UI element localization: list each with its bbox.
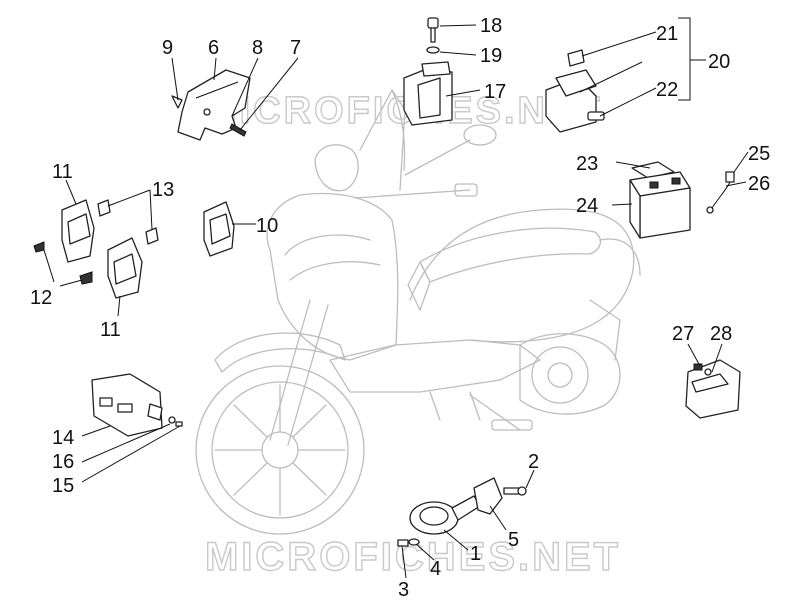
callout-20: 20 xyxy=(708,51,730,73)
callout-10: 10 xyxy=(256,215,278,237)
callout-16: 16 xyxy=(52,451,74,473)
callout-17: 17 xyxy=(484,81,506,103)
relay-part xyxy=(545,49,605,133)
fuse-holder-11-lower xyxy=(79,237,143,299)
callout-12: 12 xyxy=(30,287,52,309)
callout-1: 1 xyxy=(470,543,481,565)
callout-28: 28 xyxy=(710,323,732,345)
callout-11-lower: 11 xyxy=(100,319,121,341)
callout-23: 23 xyxy=(576,153,598,175)
callout-22: 22 xyxy=(656,79,678,101)
bracket-plate-part xyxy=(171,69,251,141)
bracket-14 xyxy=(91,373,183,437)
relay-bracket-part xyxy=(403,17,453,126)
callout-18: 18 xyxy=(480,15,502,37)
callout-2: 2 xyxy=(528,451,539,473)
battery-part xyxy=(629,161,735,239)
callout-5: 5 xyxy=(508,529,519,551)
callout-7: 7 xyxy=(290,37,301,59)
callout-6: 6 xyxy=(208,37,219,59)
callout-25: 25 xyxy=(748,143,770,165)
callout-26: 26 xyxy=(748,173,770,195)
bracket-27 xyxy=(685,359,741,419)
callout-19: 19 xyxy=(480,45,502,67)
scooter-outline xyxy=(195,89,641,535)
leader-lines xyxy=(43,17,749,579)
callout-8: 8 xyxy=(252,37,263,59)
callout-27: 27 xyxy=(672,323,694,345)
callout-14: 14 xyxy=(52,427,74,449)
callout-3: 3 xyxy=(398,579,409,600)
callout-24: 24 xyxy=(576,195,598,217)
watermark-top: MICROFICHES.NET xyxy=(205,90,603,132)
callout-11-upper: 11 xyxy=(52,161,73,183)
callout-15: 15 xyxy=(52,475,74,497)
horn-part xyxy=(397,477,527,547)
fuse-holder-10 xyxy=(203,201,235,257)
callout-labels: 9 6 8 7 18 19 17 21 20 22 23 24 25 26 11… xyxy=(30,15,770,600)
callout-21: 21 xyxy=(656,23,678,45)
callout-9: 9 xyxy=(162,37,173,59)
fuse-holder-11-upper xyxy=(33,199,159,263)
callout-13: 13 xyxy=(152,179,174,201)
callout-4: 4 xyxy=(430,558,441,580)
